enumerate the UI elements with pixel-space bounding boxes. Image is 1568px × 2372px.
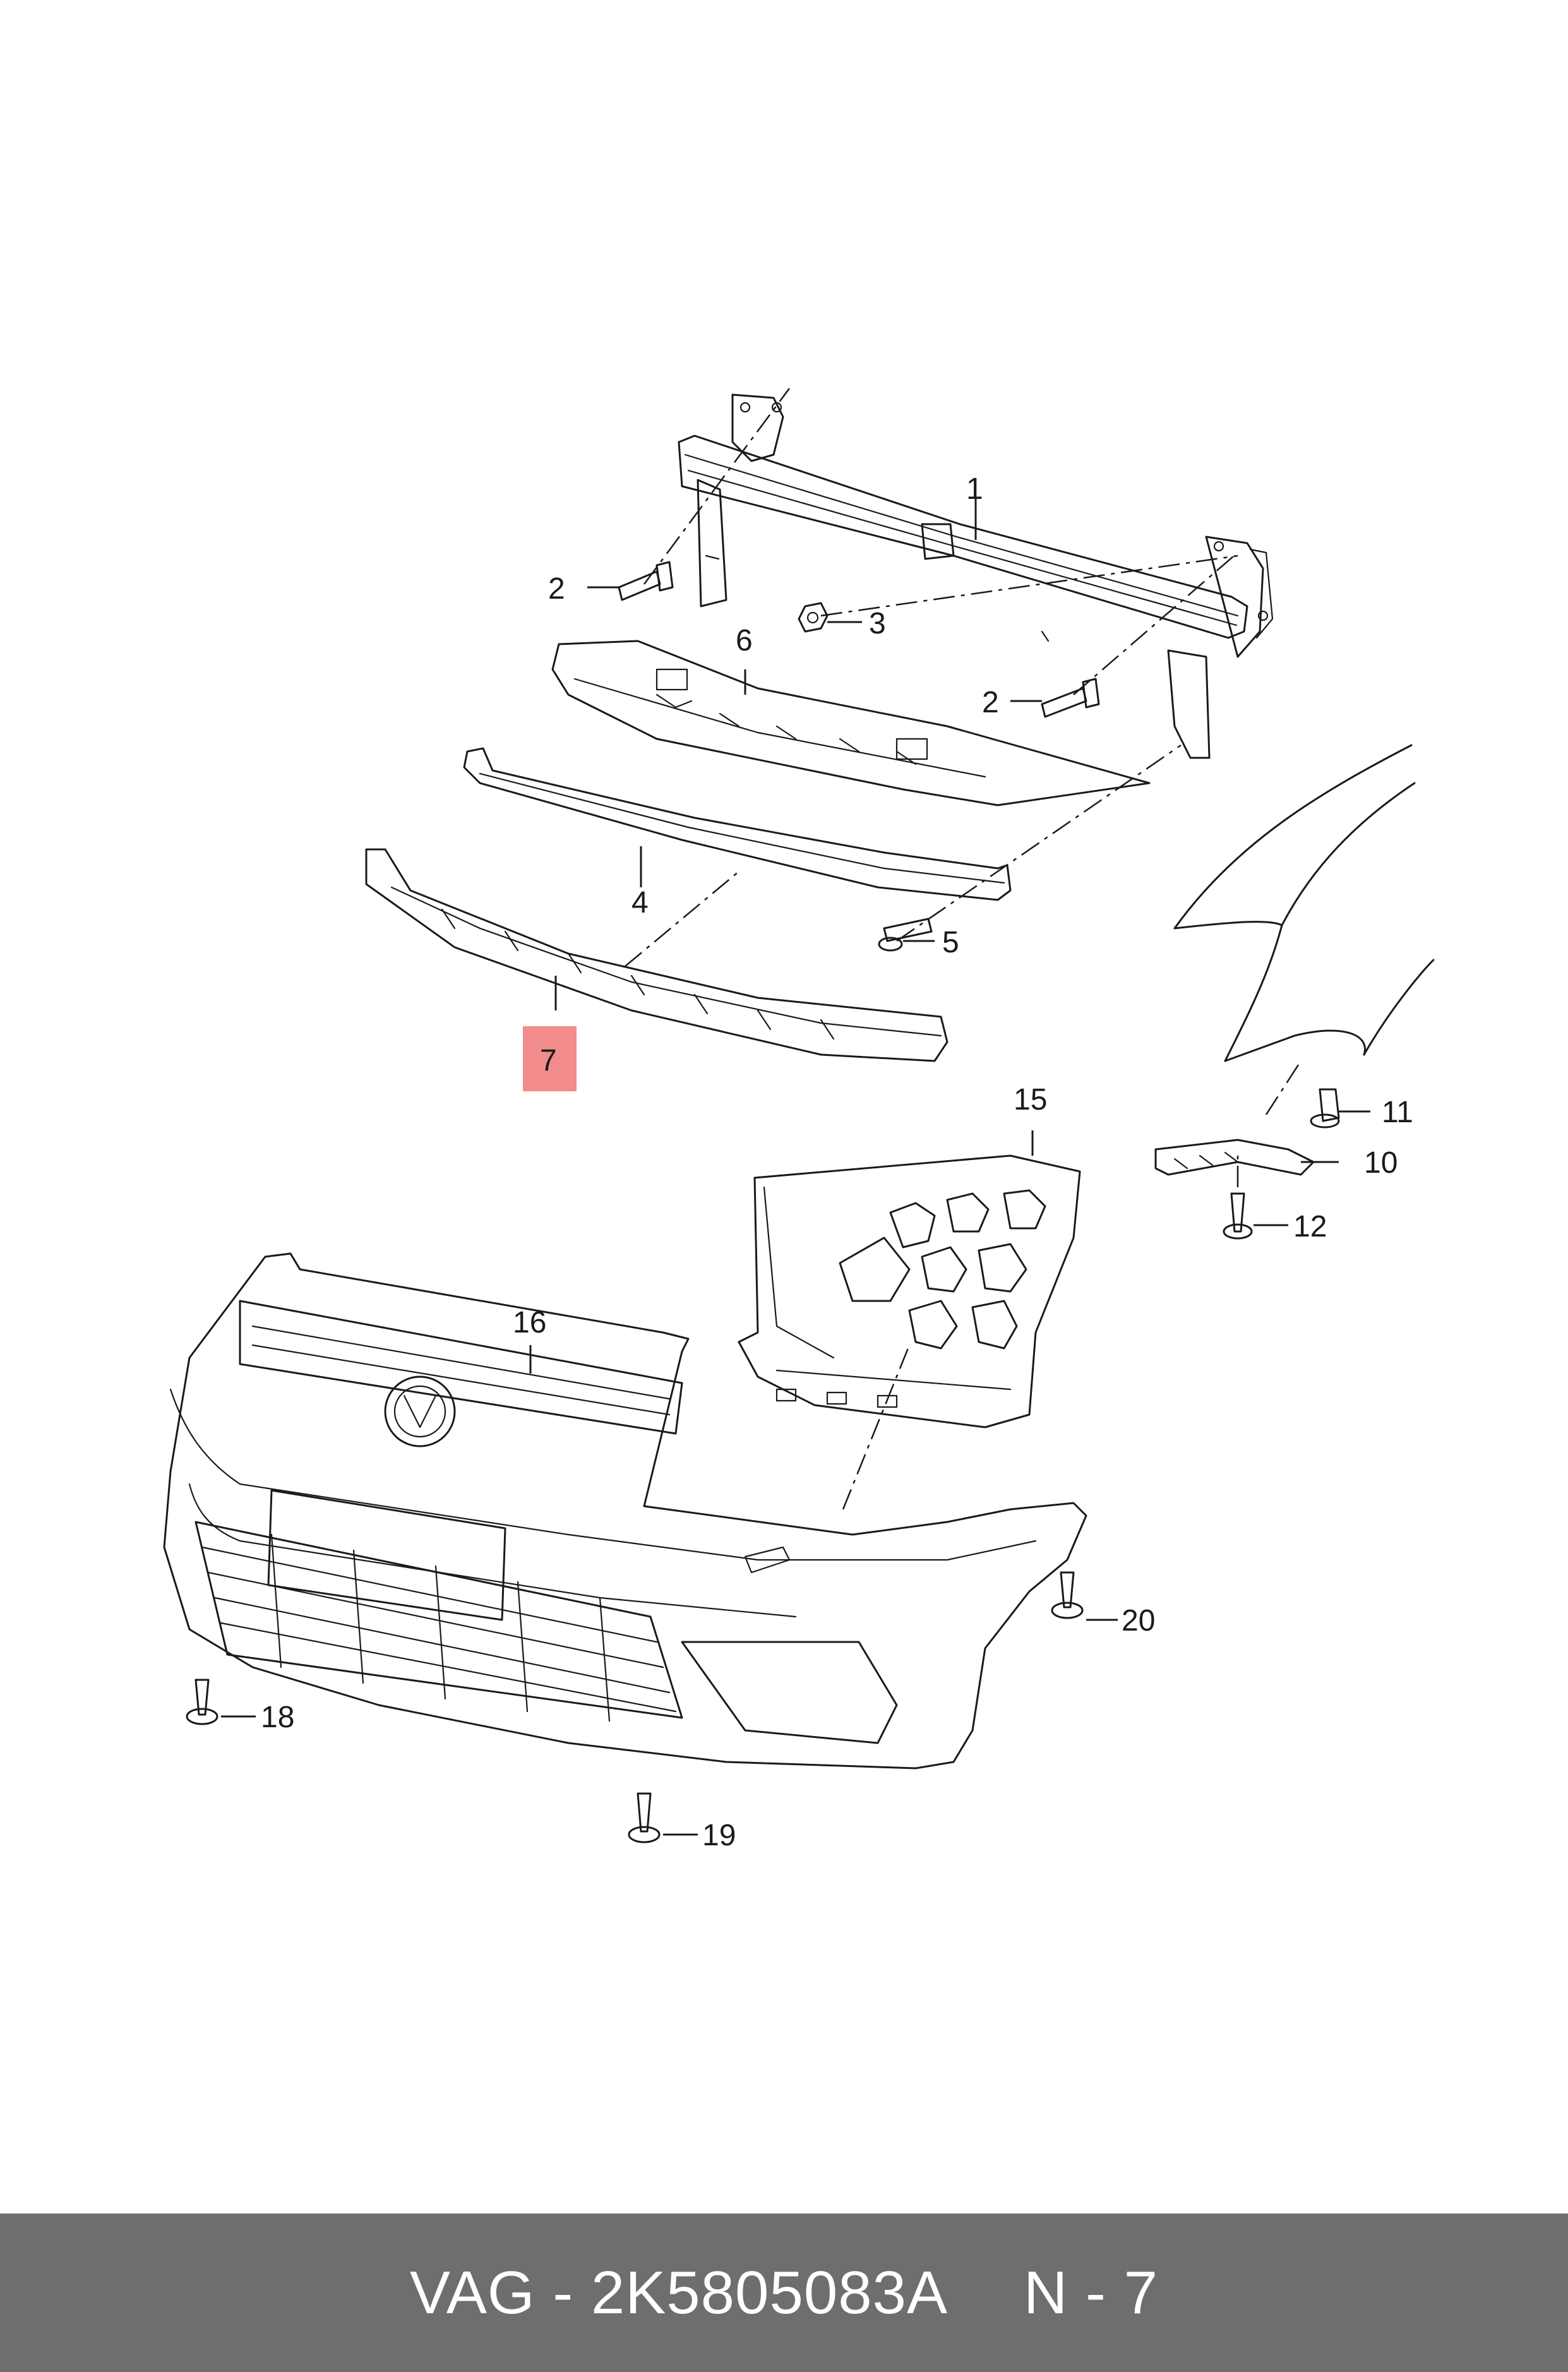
screw-5	[878, 918, 933, 952]
leader-lines	[221, 499, 1370, 1836]
callout-18: 18	[261, 1701, 294, 1734]
callout-11: 11	[1382, 1096, 1413, 1129]
footer-bar: VAG - 2K5805083A N - 7	[0, 2213, 1568, 2372]
footer-separator: -	[553, 2258, 574, 2327]
screw-12	[1223, 1192, 1253, 1240]
callout-4: 4	[631, 886, 649, 919]
callout-10: 10	[1364, 1146, 1397, 1180]
callout-labels: 1 2 3 2 6 4 5 7 15 11 10 12 16 20 18 19	[261, 472, 1413, 1852]
screw-18	[186, 1679, 218, 1725]
callout-5: 5	[942, 926, 959, 959]
bumper-carrier-strip	[463, 747, 1012, 901]
bracket-small	[1154, 1139, 1315, 1176]
alignment-lines	[625, 388, 1302, 1510]
energy-absorber-lower	[365, 848, 949, 1062]
bumper-reinforcement-bar	[678, 393, 1274, 759]
callout-2-left: 2	[548, 572, 565, 606]
callout-1: 1	[966, 472, 983, 506]
footer-part-number: 2K5805083A	[590, 2258, 949, 2327]
callout-19: 19	[702, 1819, 736, 1852]
footer-position-ref: N - 7	[1024, 2258, 1159, 2327]
energy-absorber-upper	[551, 640, 1151, 806]
parts-diagram: 1 2 3 2 6 4 5 7 15 11 10 12 16 20 18 19	[163, 388, 1435, 1852]
nut-3	[798, 602, 829, 633]
callout-16: 15	[1014, 1083, 1047, 1117]
side-bracket-honeycomb	[738, 1154, 1081, 1429]
callout-12: 12	[1293, 1210, 1327, 1243]
clip-11	[1310, 1088, 1340, 1129]
screw-20	[1051, 1571, 1084, 1619]
highlight-box	[523, 1026, 577, 1091]
callout-6: 6	[736, 624, 753, 657]
footer-brand: VAG	[409, 2258, 536, 2327]
bolt-2-left	[618, 561, 674, 601]
bumper-cover	[163, 1252, 1087, 1770]
callout-15: 16	[513, 1306, 546, 1339]
callout-20: 20	[1122, 1604, 1155, 1638]
callout-3: 3	[869, 607, 886, 640]
screw-19	[628, 1792, 661, 1843]
callout-2-right: 2	[982, 686, 999, 719]
bolt-2-right	[1041, 678, 1100, 718]
fender-outline	[1173, 744, 1435, 1062]
callout-7: 7	[540, 1044, 557, 1077]
